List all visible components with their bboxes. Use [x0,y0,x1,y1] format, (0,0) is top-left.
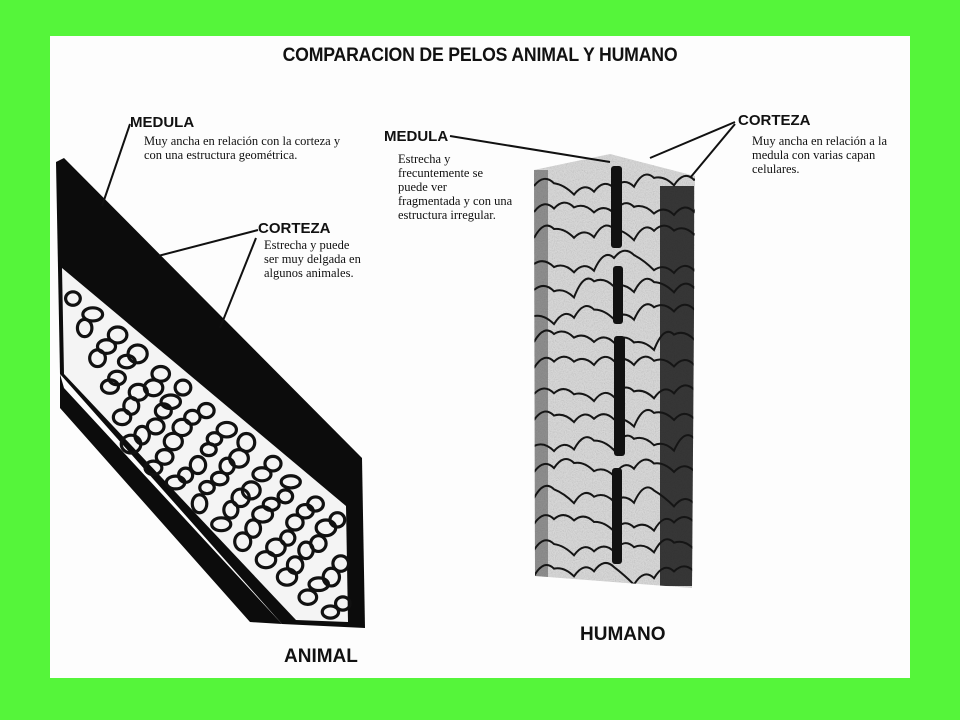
medulla-cell [333,595,352,612]
medulla-cell [196,401,216,420]
medulla-cell [81,306,105,323]
human-medula-heading: MEDULA [384,128,449,145]
page-title: COMPARACION DE PELOS ANIMAL Y HUMANO [282,45,678,66]
cuticle-line [534,484,695,508]
medulla-cell [297,588,319,606]
medulla-cell [309,534,328,554]
medulla-cell [145,417,166,436]
animal-medulla-cells [63,290,352,620]
animal-medula-heading: MEDULA [130,114,195,131]
animal-corteza-description: Estrecha y puede ser muy delgada en algu… [264,238,361,280]
animal-corteza-heading: CORTEZA [258,220,331,237]
animal-medula-leader [101,123,131,207]
animal-label: ANIMAL [284,646,358,667]
cuticle-line [534,514,695,533]
animal-hair-drawing [56,158,365,628]
medulla-cell [222,499,240,520]
medulla-cell [276,488,295,505]
animal-medula-description: Muy ancha en relación con la corteza y c… [144,134,341,162]
medulla-cell [251,466,273,483]
medulla-cell [133,424,151,446]
medulla-cell [143,459,164,477]
human-medula-leader [449,135,611,163]
medulla-cell [321,566,342,588]
medulla-cell [233,531,253,553]
human-cuticle-lines [534,173,695,587]
cuticle-line [534,303,695,326]
medulla-cell [171,417,193,438]
medulla-cell [183,408,202,426]
medulla-cell [111,408,133,427]
medulla-cell [198,479,216,496]
medulla-cell [331,554,351,573]
cuticle-line [534,224,695,242]
human-medula-description: Estrecha y frecuntemente se puede ver fr… [398,152,513,222]
medulla-cell [254,550,278,570]
leader-lines [101,121,736,329]
cuticle-line [534,173,695,197]
cuticle-line [534,249,695,275]
medulla-cell [240,480,262,501]
medulla-cell [279,474,302,490]
cuticle-line [534,538,695,557]
medulla-cell [285,513,305,532]
medulla-cell [261,496,281,512]
medulla-cell [150,364,172,383]
hair-comparison-illustration [56,121,736,628]
medulla-cell [63,290,82,307]
animal-corteza-leader-2 [219,237,257,329]
cuticle-line [534,277,695,300]
diagram-panel: COMPARACION DE PELOS ANIMAL Y HUMANO MED… [50,36,910,678]
medulla-cell [236,431,257,454]
medulla-cell [106,325,129,345]
medulla-cell [162,431,184,452]
medulla-cell [244,518,263,539]
medulla-cell [320,604,341,620]
human-corteza-heading: CORTEZA [738,112,811,129]
medulla-cell [95,338,118,356]
human-medulla [611,166,625,564]
medulla-cell [279,529,297,547]
cuticle-line [534,200,695,217]
medulla-cell [209,470,230,487]
medulla-cell [285,555,305,575]
human-corteza-leader-2 [689,123,736,179]
medulla-cell [107,369,127,387]
medulla-cell [173,378,193,397]
medulla-cell [159,393,183,411]
medulla-cell [176,466,195,484]
human-corteza-leader-1 [649,121,736,159]
human-hair-drawing [534,154,695,588]
medulla-cell [190,493,209,515]
medulla-cell [188,454,208,476]
medulla-cell [306,495,325,513]
human-label: HUMANO [580,624,666,645]
medulla-cell [205,431,224,447]
medulla-cell [328,511,347,529]
medulla-cell [215,420,239,439]
medulla-cell [210,516,233,533]
animal-corteza-leader-1 [157,229,259,257]
cuticle-line [534,458,695,478]
cuticle-line [534,561,695,587]
medulla-cell [263,454,283,473]
medulla-cell [126,343,149,365]
medulla-cell [265,537,287,558]
medulla-cell [154,448,175,466]
human-corteza-description: Muy ancha en relación a la medula con va… [752,134,888,176]
